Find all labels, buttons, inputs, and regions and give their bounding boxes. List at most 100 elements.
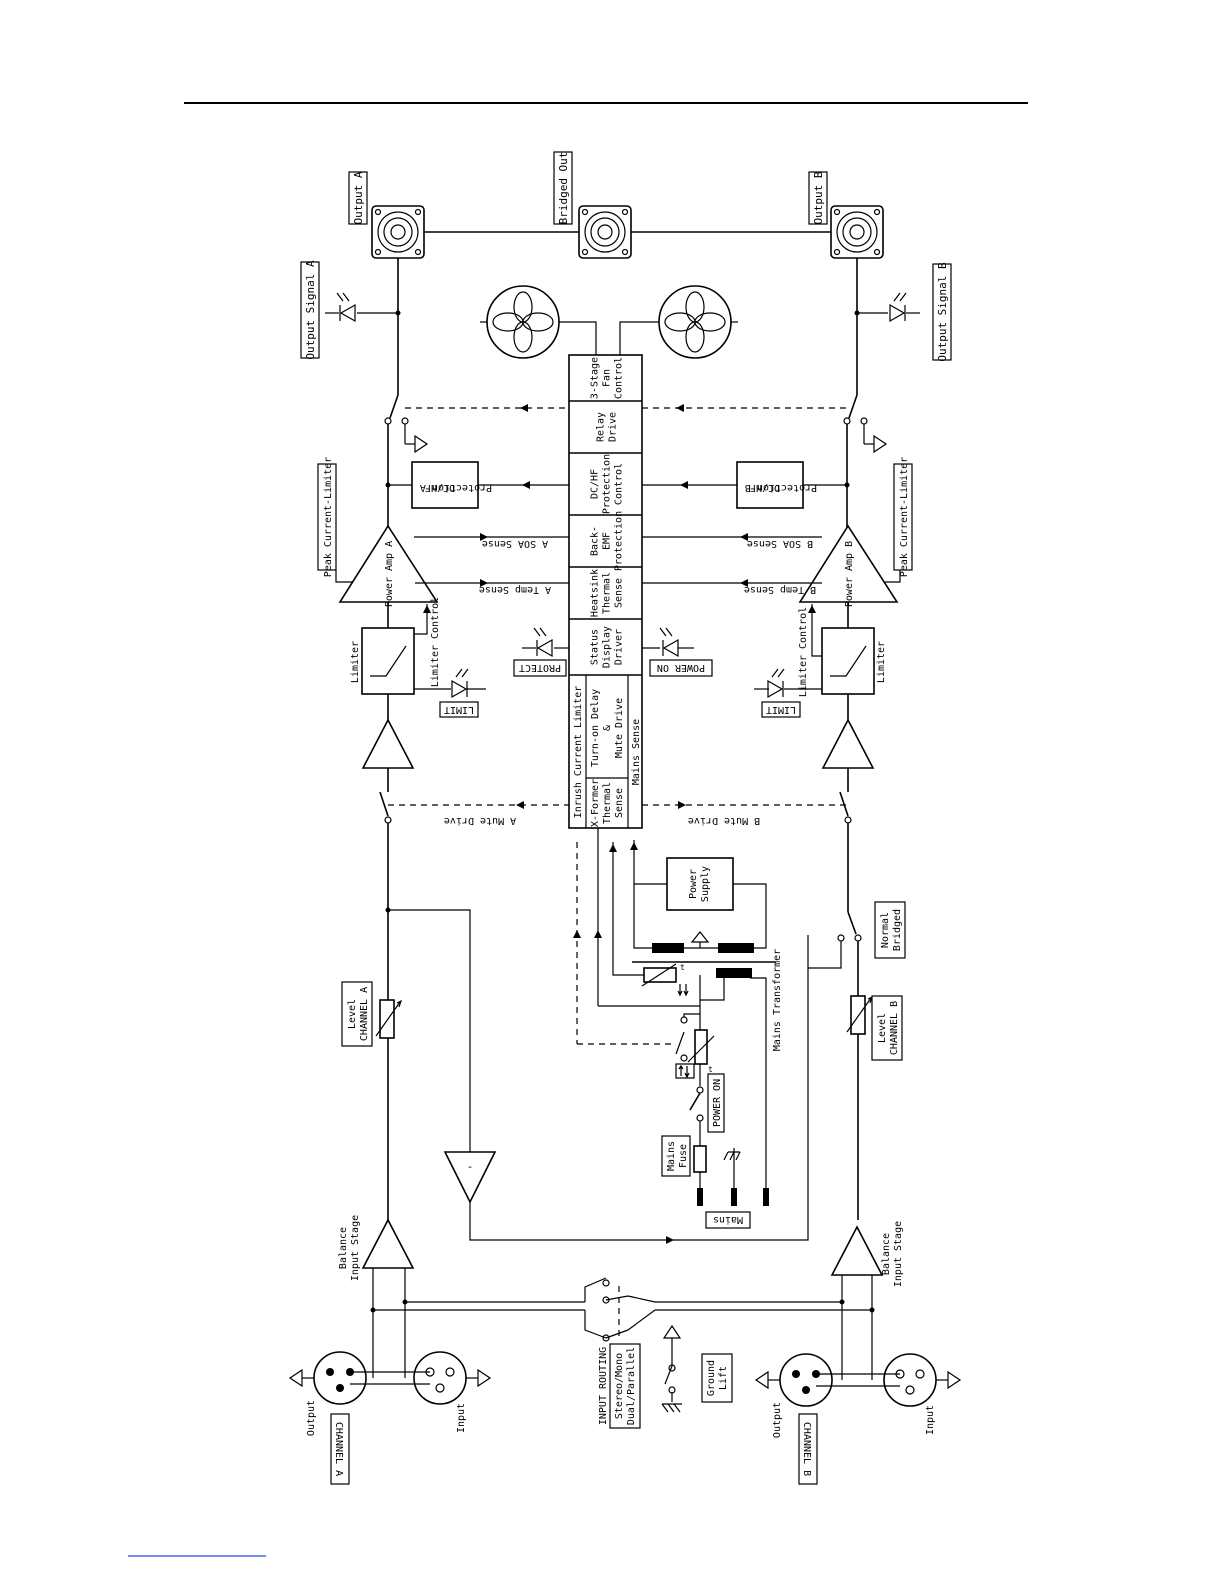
limiter-control-a-label: Limiter Control	[430, 597, 441, 687]
ground-b-icon	[863, 435, 887, 453]
dchf-b-label-2: Protection B	[745, 482, 817, 493]
power-supply-label-2: Supply	[700, 866, 711, 902]
ptc-marker-1: t	[680, 963, 685, 972]
control-block-column	[568, 354, 643, 829]
b-mute-drive-label: B Mute Drive	[688, 815, 760, 826]
mains-fuse-label-1: Mains	[666, 1141, 677, 1171]
output-a-connector-icon	[371, 205, 425, 259]
xformer-sense-label-1: X-Former	[590, 779, 601, 827]
inrush-current-limiter-label: Inrush Current Limiter	[573, 686, 584, 818]
bridged-out-label: Bridged Out	[557, 152, 570, 225]
b-temp-sense-label: B Temp Sense	[744, 584, 816, 595]
input-conn-a-label: Input	[456, 1403, 467, 1433]
limiter-control-b-label: Limiter Control	[798, 607, 809, 697]
mains-transformer-label: Mains Transformer	[772, 949, 783, 1051]
power-on-switch-label: POWER ON	[712, 1079, 723, 1127]
level-b-label-2: CHANNEL B	[889, 1001, 900, 1055]
input-conn-b-label: Input	[925, 1405, 936, 1435]
balance-b-label-1: Balance	[881, 1233, 892, 1275]
output-b-label: Output B	[812, 171, 825, 224]
normal-bridged-label-2: Bridged	[892, 909, 903, 951]
control-block-heatsink-thermal-sense-line: Thermal	[602, 572, 613, 614]
power-amp-b-label: Power Amp B	[844, 541, 855, 607]
protect-label: PROTECT	[519, 662, 561, 673]
output-a-label: Output A	[352, 171, 365, 224]
control-block-dchf-protection-control-line: Control	[614, 463, 625, 505]
peak-limiter-b-label: Peak Current-Limiter	[899, 457, 910, 577]
control-block-dchf-protection-control-line: Protection	[602, 454, 613, 514]
xformer-sense-label-3: Sense	[614, 788, 625, 818]
limit-b-led-icon	[767, 668, 785, 698]
ground-lift-label-2: Lift	[718, 1366, 729, 1390]
level-b-label-1: Level	[877, 1013, 888, 1043]
control-block-relay-drive-line: Drive	[608, 412, 619, 442]
input-routing-label-3: Dual/Parallel	[626, 1347, 637, 1425]
power-amp-a-label: Power Amp A	[384, 541, 395, 607]
limiter-a-label: Limiter	[350, 641, 361, 683]
ground-lift-ground-icon	[663, 1325, 681, 1349]
control-block-status-display-driver-line: Status	[590, 629, 601, 665]
control-block-back-emf-protection-line: Back-	[590, 526, 601, 556]
limiter-b-label: Limiter	[876, 641, 887, 683]
control-block-status-display-driver-line: Display	[602, 626, 613, 668]
turn-on-delay-label-3: Mute Drive	[614, 698, 625, 758]
control-block-fan-control-line: Control	[614, 357, 625, 399]
balance-b-label-2: Input Stage	[893, 1221, 904, 1287]
limit-a-label: LIMIT	[444, 704, 474, 715]
power-on-led-icon	[659, 627, 679, 657]
input-routing-label-2: Stereo/Mono	[614, 1353, 625, 1419]
output-signal-a-led-icon	[336, 292, 356, 322]
turn-on-delay-label-1: Turn-on Delay	[590, 689, 601, 767]
b-soa-sense-label: B SOA Sense	[747, 538, 813, 549]
output-signal-b-label: Output Signal B	[936, 262, 949, 362]
channel-b-input-xlr-icon	[883, 1353, 937, 1407]
control-block-back-emf-protection-line: EMF	[602, 532, 613, 550]
channel-b-label: CHANNEL B	[801, 1422, 812, 1476]
inverter-sign: -	[467, 1160, 474, 1173]
output-signal-a-label: Output Signal A	[304, 260, 317, 360]
bridged-out-connector-icon	[578, 205, 632, 259]
power-on-led-label: POWER ON	[657, 662, 705, 673]
output-signal-b-led-icon	[889, 292, 907, 322]
limit-b-label: LIMIT	[766, 704, 796, 715]
normal-bridged-label-1: Normal	[880, 912, 891, 948]
dchf-a-label-1: DC/HF	[425, 482, 455, 493]
protect-led-icon	[533, 627, 553, 657]
mains-label: Mains	[713, 1214, 743, 1225]
a-mute-drive-label: A Mute Drive	[444, 815, 516, 826]
channel-a-input-xlr-icon	[413, 1351, 467, 1405]
control-block-fan-control-line: 3-Stage	[590, 357, 601, 399]
level-a-label-2: CHANNEL A	[359, 987, 370, 1041]
ground-lift-label-1: Ground	[706, 1360, 717, 1396]
control-block-relay-drive-line: Relay	[596, 412, 607, 442]
mains-fuse-label-2: Fuse	[678, 1144, 689, 1168]
output-b-connector-icon	[830, 205, 884, 259]
fan-2-icon	[658, 285, 732, 359]
balance-a-label-1: Balance	[338, 1227, 349, 1269]
channel-b-output-xlr-icon	[779, 1353, 833, 1407]
power-supply-label-1: Power	[688, 869, 699, 899]
input-routing-label-1: INPUT ROUTING	[598, 1347, 609, 1425]
control-block-heatsink-thermal-sense-line: Heatsink	[590, 569, 601, 617]
control-block-dchf-protection-control-line: DC/HF	[590, 469, 601, 499]
ptc-marker-2: t	[708, 1065, 713, 1074]
a-soa-sense-label: A SOA Sense	[482, 538, 548, 549]
output-conn-a-label: Output	[306, 1400, 317, 1436]
turn-on-delay-label-2: &	[602, 725, 613, 731]
a-temp-sense-label: A Temp Sense	[479, 584, 551, 595]
ground-a-icon	[404, 435, 428, 453]
dchf-b-label-1: DC/HF	[750, 482, 780, 493]
peak-limiter-a-label: Peak Current-Limiter	[323, 457, 334, 577]
level-a-label-1: Level	[347, 999, 358, 1029]
output-conn-b-label: Output	[772, 1402, 783, 1438]
channel-a-label: CHANNEL A	[333, 1422, 344, 1476]
limit-a-led-icon	[451, 668, 469, 698]
balance-a-label-2: Input Stage	[350, 1215, 361, 1281]
mains-sense-label: Mains Sense	[631, 719, 642, 785]
channel-a-output-xlr-icon	[313, 1351, 367, 1405]
control-block-status-display-driver-line: Driver	[614, 629, 625, 665]
dchf-a-label-2: Protection A	[420, 482, 492, 493]
control-block-fan-control-line: Fan	[602, 369, 613, 387]
